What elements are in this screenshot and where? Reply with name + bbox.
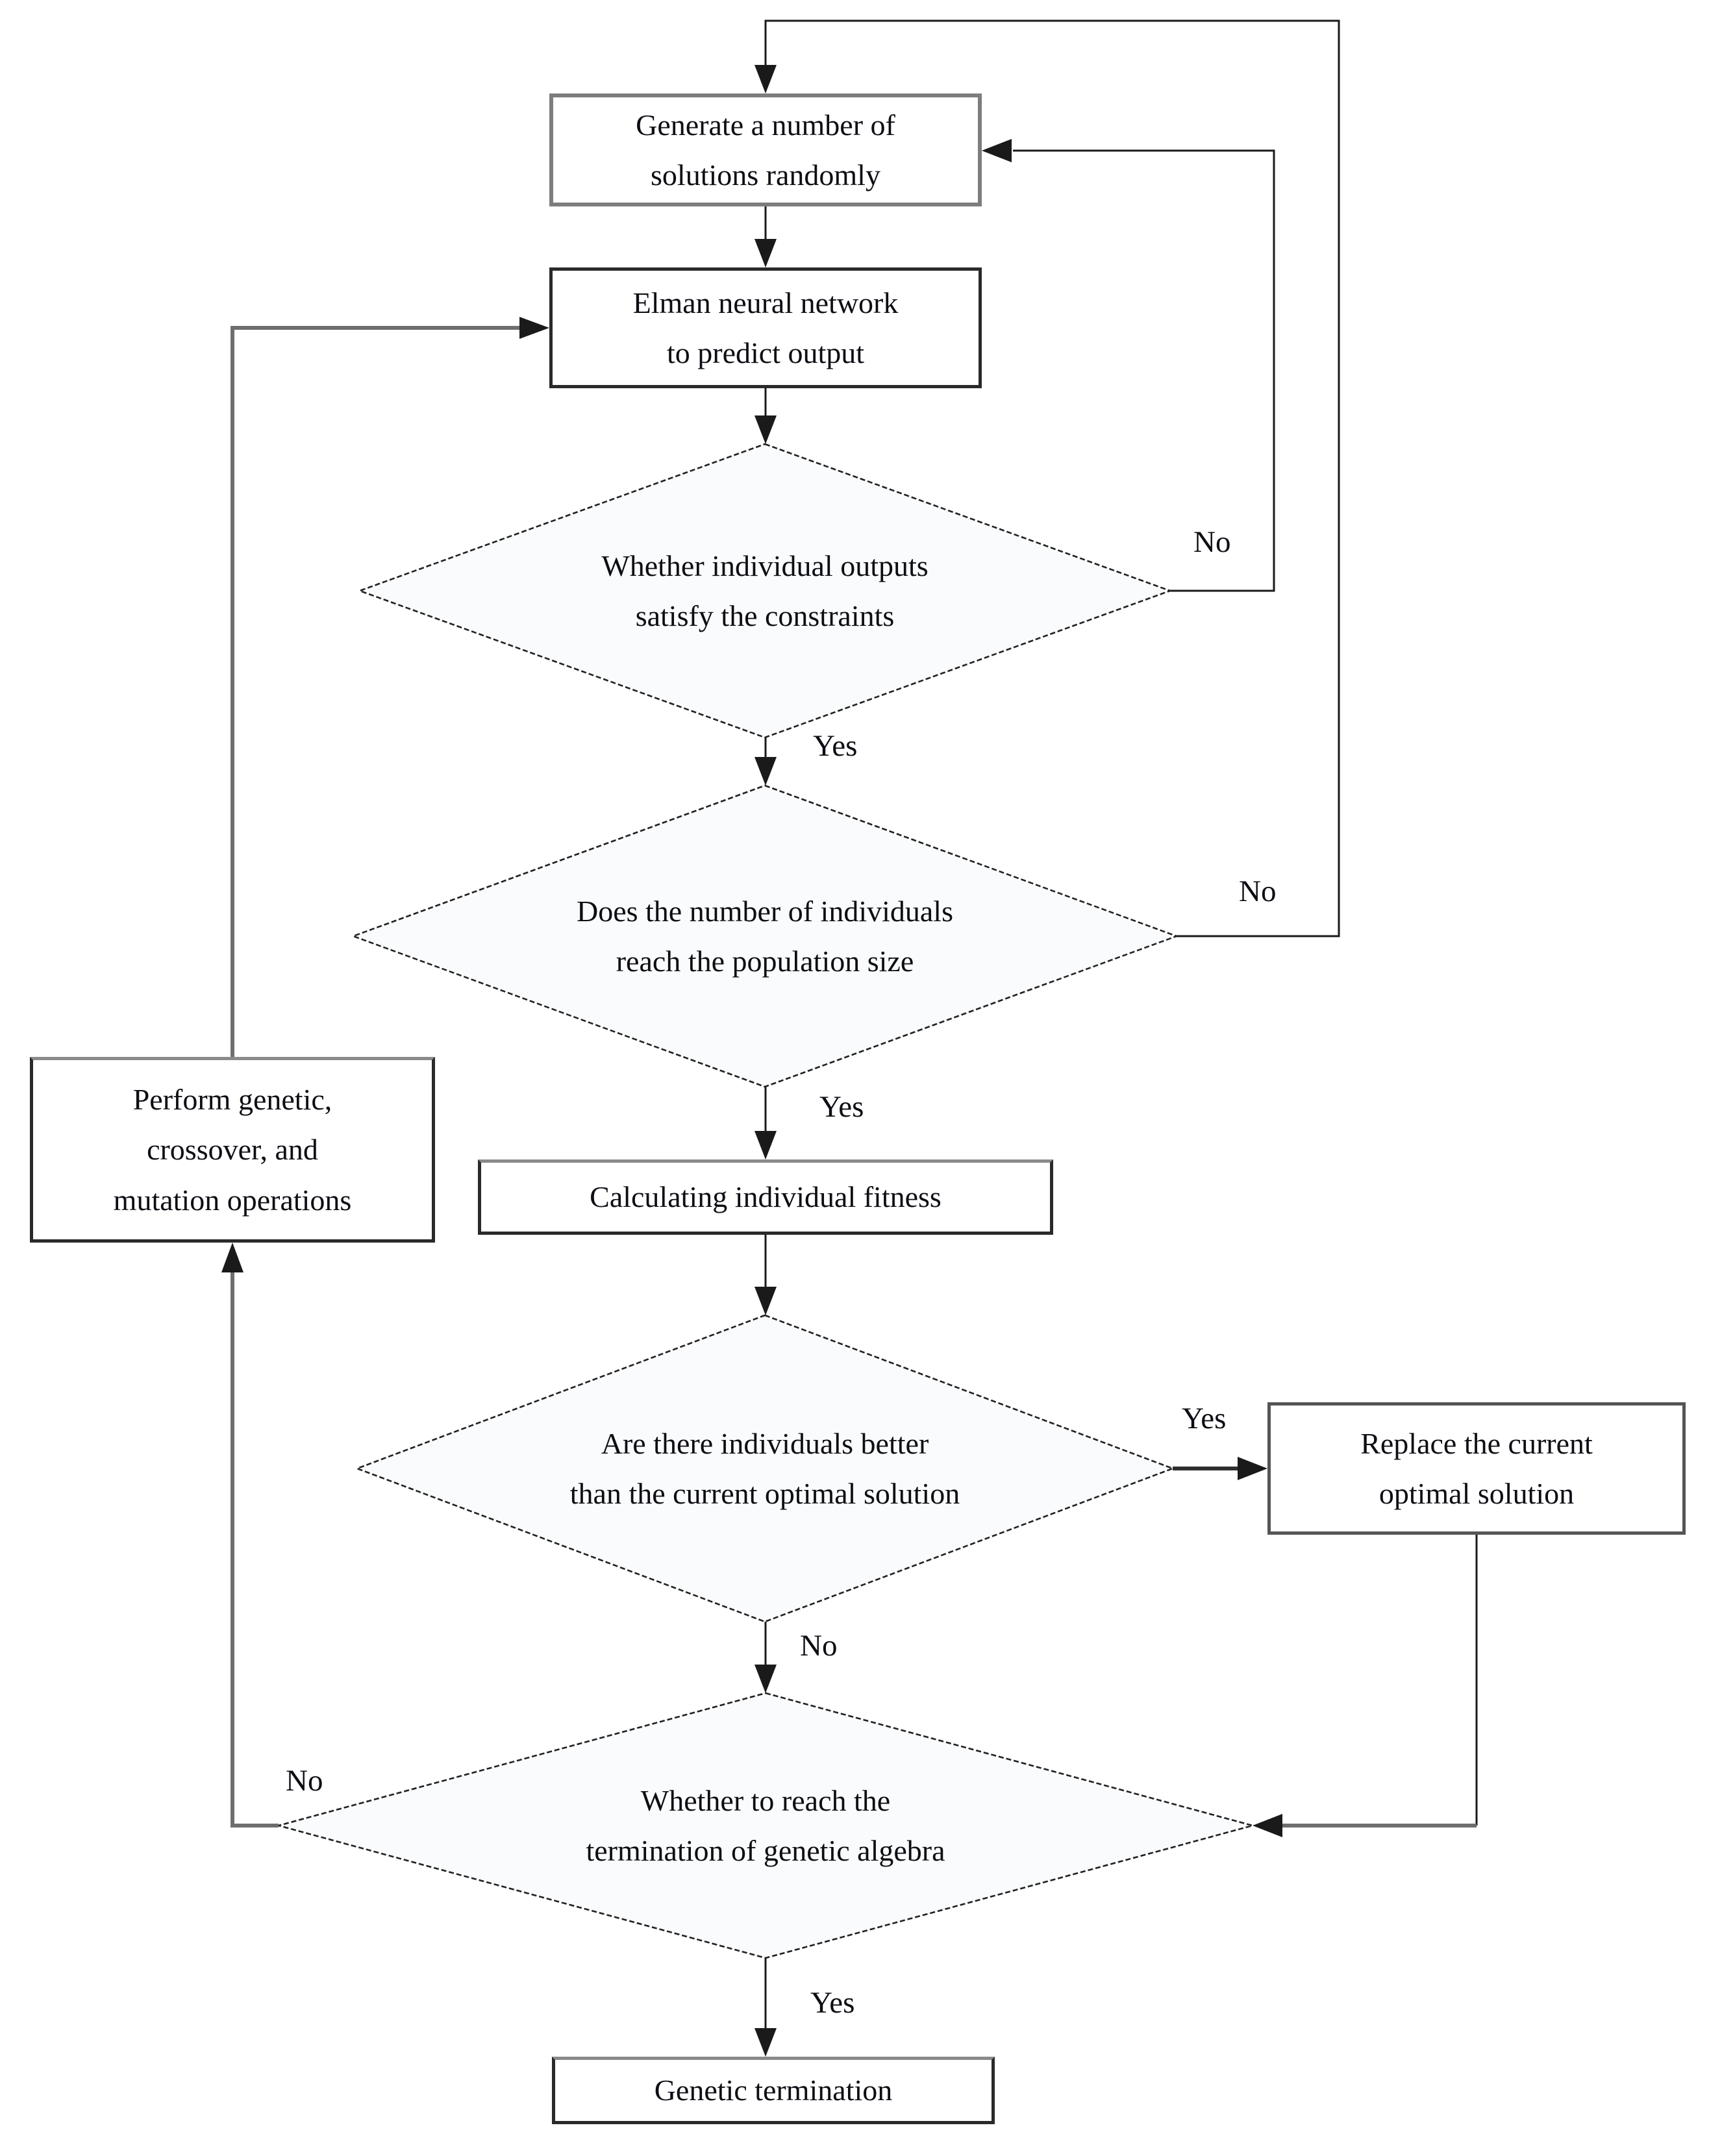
edge-termination-no-loop-lower bbox=[231, 1271, 279, 1828]
arrow-into-replace-left bbox=[1238, 1457, 1267, 1480]
decision-termination-diamond bbox=[275, 1692, 1256, 1959]
edge-label-termination-no: No bbox=[286, 1764, 323, 1798]
edge-label-better-no: No bbox=[800, 1629, 838, 1663]
edge-label-population-no: No bbox=[1239, 874, 1277, 908]
arrow-into-population-top bbox=[755, 757, 777, 786]
arrow-into-perform-bottom bbox=[221, 1243, 243, 1272]
arrow-into-fitness-top bbox=[755, 1131, 777, 1159]
arrow-into-elman-left bbox=[519, 317, 549, 339]
process-genetic-termination: Genetic termination bbox=[552, 2057, 995, 2124]
process-calculate-fitness: Calculating individual fitness bbox=[478, 1159, 1053, 1235]
process-replace-optimal: Replace the current optimal solution bbox=[1267, 1402, 1686, 1535]
edge-label-better-yes: Yes bbox=[1182, 1402, 1227, 1435]
process-replace-optimal-label: Replace the current optimal solution bbox=[1360, 1426, 1593, 1510]
decision-constraints-diamond bbox=[357, 443, 1173, 739]
process-elman-network-label: Elman neural network to predict output bbox=[632, 286, 899, 369]
process-calculate-fitness-label: Calculating individual fitness bbox=[590, 1180, 942, 1214]
process-elman-network: Elman neural network to predict output bbox=[549, 267, 982, 388]
process-genetic-operations: Perform genetic, crossover, and mutation… bbox=[30, 1057, 435, 1243]
edge-label-population-yes: Yes bbox=[819, 1090, 864, 1124]
process-genetic-operations-label: Perform genetic, crossover, and mutation… bbox=[113, 1083, 352, 1217]
edge-perform-to-elman-loop bbox=[231, 326, 523, 1057]
edge-label-constraints-yes: Yes bbox=[813, 729, 858, 763]
arrow-into-termination-right bbox=[1253, 1814, 1282, 1837]
arrow-into-terminal-top bbox=[755, 2028, 777, 2057]
arrow-into-better-top bbox=[755, 1287, 777, 1315]
arrow-into-generate-right bbox=[982, 139, 1012, 162]
edge-constraints-no-loop bbox=[1013, 149, 1275, 592]
arrow-into-constraints-top bbox=[755, 415, 777, 444]
decision-population-diamond bbox=[351, 784, 1179, 1088]
arrow-into-elman-top bbox=[755, 239, 777, 267]
edge-label-termination-yes: Yes bbox=[810, 1986, 855, 2020]
process-generate-solutions: Generate a number of solutions randomly bbox=[549, 93, 982, 206]
edge-population-no-loop bbox=[764, 19, 1340, 937]
decision-better-diamond bbox=[355, 1314, 1175, 1623]
process-generate-solutions-label: Generate a number of solutions randomly bbox=[636, 108, 895, 192]
arrow-into-generate-top bbox=[755, 65, 777, 93]
arrow-into-termination-top bbox=[755, 1665, 777, 1693]
edge-label-constraints-no: No bbox=[1193, 525, 1231, 559]
process-genetic-termination-label: Genetic termination bbox=[654, 2074, 893, 2107]
